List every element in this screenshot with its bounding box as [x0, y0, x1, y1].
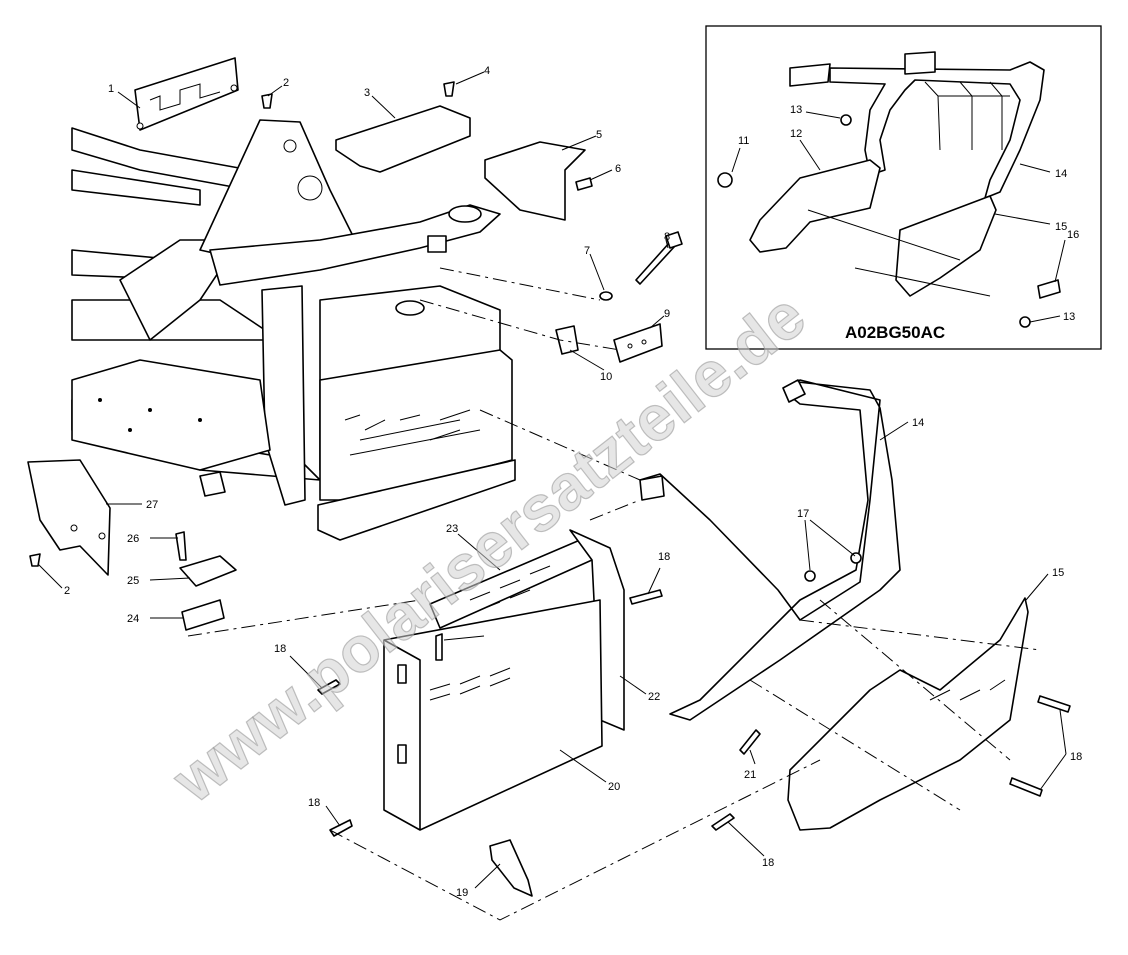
callout-22: 22	[648, 691, 660, 703]
inset-screw-top-icon	[840, 114, 852, 126]
part-18-screw-icon-d	[629, 589, 663, 605]
callout-7: 7	[584, 245, 590, 257]
part-18-screw-icon-g	[435, 633, 443, 661]
callout-15-inset: 15	[1055, 221, 1067, 233]
part-18-screw-icon-a	[317, 679, 341, 695]
callout-18-a: 18	[274, 643, 286, 655]
callout-14-inset: 14	[1055, 168, 1067, 180]
part-18-screw-icon-c	[711, 813, 735, 831]
callout-18-d: 18	[658, 551, 670, 563]
part-10-clip-icon	[555, 325, 579, 355]
callout-5: 5	[596, 129, 602, 141]
callout-14: 14	[912, 417, 924, 429]
callout-1: 1	[108, 83, 114, 95]
part-18-screw-icon-f	[1009, 777, 1043, 797]
callout-27: 27	[146, 499, 158, 511]
inset-panel: A02BG50AC 11 12 13 14 15	[705, 25, 1102, 350]
callout-23: 23	[446, 523, 458, 535]
callout-2a: 2	[283, 77, 289, 89]
part-27-panel	[27, 459, 111, 576]
callout-10: 10	[600, 371, 612, 383]
callout-18-b: 18	[308, 797, 320, 809]
callout-19: 19	[456, 887, 468, 899]
assembly-lines	[187, 267, 1041, 921]
inset-bracket	[749, 159, 881, 253]
part-5-bracket	[484, 141, 586, 221]
part-26-pin-icon	[175, 531, 187, 561]
radiator	[317, 285, 516, 541]
vehicle-frame	[71, 119, 501, 506]
callout-13-inset-top: 13	[790, 104, 802, 116]
part-6-screw-icon	[575, 177, 593, 191]
part-18-screw-icon-b	[329, 819, 353, 837]
callout-18-e: 18	[1070, 751, 1082, 763]
inset-nut-icon	[717, 172, 733, 188]
callout-16-inset: 16	[1067, 229, 1079, 241]
inset-screw-icon	[1019, 316, 1031, 328]
part-2-screw-icon	[261, 93, 273, 109]
callouts: 1 2 3 4 5 6 7 8 9 10 14 15 17 18 18 18 1…	[37, 65, 1082, 899]
callout-13-inset-bottom: 13	[1063, 311, 1075, 323]
part-18-screw-icon-e	[1037, 695, 1071, 713]
callout-12-inset: 12	[790, 128, 802, 140]
part-7-washer-icon	[599, 291, 613, 301]
callout-15: 15	[1052, 567, 1064, 579]
part-19-bracket	[489, 839, 533, 897]
part-4-screw-icon	[443, 81, 455, 97]
part-1-shield	[134, 57, 239, 131]
part-25-latch	[179, 555, 237, 587]
part-21-bolt-icon	[739, 729, 761, 755]
callout-8: 8	[664, 231, 670, 243]
inset-title: A02BG50AC	[845, 323, 945, 342]
part-8-bolt-icon	[635, 231, 683, 285]
callout-18-c: 18	[762, 857, 774, 869]
callout-20: 20	[608, 781, 620, 793]
callout-17: 17	[797, 508, 809, 520]
callout-25: 25	[127, 575, 139, 587]
part-2b-screw-icon	[29, 553, 41, 567]
callout-6: 6	[615, 163, 621, 175]
callout-26: 26	[127, 533, 139, 545]
callout-3: 3	[364, 87, 370, 99]
callout-24: 24	[127, 613, 139, 625]
callout-4: 4	[484, 65, 490, 77]
callout-21: 21	[744, 769, 756, 781]
inset-skid-plate	[895, 195, 997, 297]
callout-2b: 2	[64, 585, 70, 597]
part-3-plate	[335, 105, 471, 173]
part-9-block-icon	[613, 323, 663, 363]
inset-bumper	[789, 51, 1045, 199]
callout-9: 9	[664, 308, 670, 320]
callout-11-inset: 11	[738, 135, 749, 147]
part-24-catch	[181, 599, 225, 631]
part-15-skid-plate	[787, 597, 1029, 831]
inset-bolt-icon	[1037, 279, 1061, 299]
